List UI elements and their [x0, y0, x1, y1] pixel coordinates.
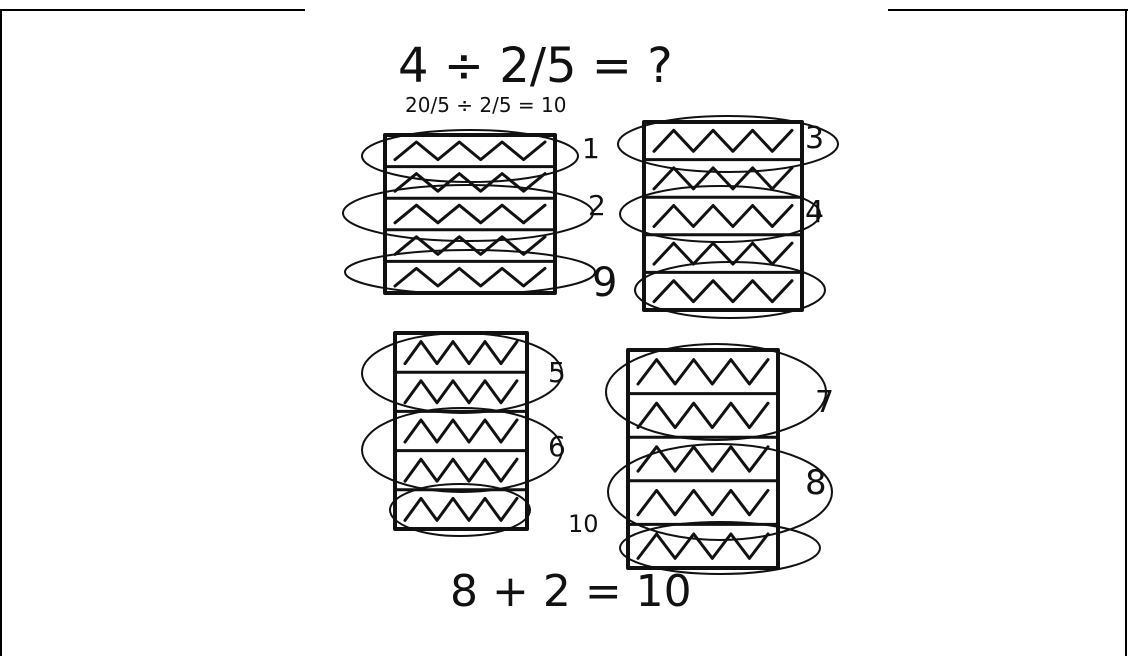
grouping-loops: [342, 115, 839, 575]
scribble-shading: [652, 279, 794, 304]
grouping-loop: [342, 184, 594, 242]
grouping-loop: [389, 483, 531, 537]
scribble-shading: [652, 166, 794, 191]
scribble-shading: [636, 401, 770, 430]
block-outline: [642, 120, 804, 312]
scribble-shading: [636, 532, 770, 560]
group-label: 4: [805, 195, 824, 230]
scribble-shading: [636, 488, 770, 517]
group-label: 2: [588, 189, 606, 222]
group-label: 1: [582, 132, 600, 165]
grouping-loop: [619, 521, 821, 575]
grouping-loop: [634, 261, 826, 319]
group-label: 5: [548, 356, 566, 389]
grouping-loop: [361, 332, 563, 414]
scribble-shading: [403, 379, 519, 405]
group-label: 10: [568, 510, 599, 538]
group-label: 6: [548, 430, 566, 463]
grouping-loop: [344, 249, 596, 295]
scribble-shading: [393, 203, 547, 225]
scribble-shading: [403, 418, 519, 444]
scribble-shading: [652, 241, 794, 266]
group-labels: 1 2 3 4 5 6 7 8 9 10: [548, 121, 834, 538]
group-label: 3: [805, 121, 824, 156]
scribble-shading: [403, 340, 519, 366]
scribble-shading: [393, 140, 547, 162]
fraction-block: [383, 133, 557, 295]
group-label: 8: [805, 463, 827, 503]
grouping-loop: [617, 115, 839, 173]
grouping-loop: [605, 343, 827, 441]
scribble-shading: [403, 457, 519, 483]
equation-answer: 8 + 2 = 10: [450, 566, 692, 617]
scribble-shading: [652, 128, 794, 153]
page-border: [0, 8, 1128, 656]
grouping-loop: [619, 185, 821, 243]
scribble-shading: [403, 496, 519, 522]
scribble-shading: [636, 358, 770, 386]
grouping-loop: [361, 129, 579, 183]
equation-main: 4 ÷ 2/5 = ?: [398, 38, 673, 94]
fraction-block: [393, 331, 529, 531]
group-label: 9: [592, 260, 617, 306]
scribble-shading: [652, 204, 794, 228]
group-label: 7: [815, 385, 834, 420]
grouping-loop: [607, 443, 833, 541]
grouping-loop: [361, 407, 563, 493]
fraction-block: [642, 120, 804, 312]
scribble-shading: [636, 445, 770, 473]
equation-secondary: 20/5 ÷ 2/5 = 10: [405, 93, 567, 117]
fraction-block: [626, 348, 780, 570]
block-outline: [626, 348, 780, 570]
scribble-shading: [393, 266, 547, 288]
